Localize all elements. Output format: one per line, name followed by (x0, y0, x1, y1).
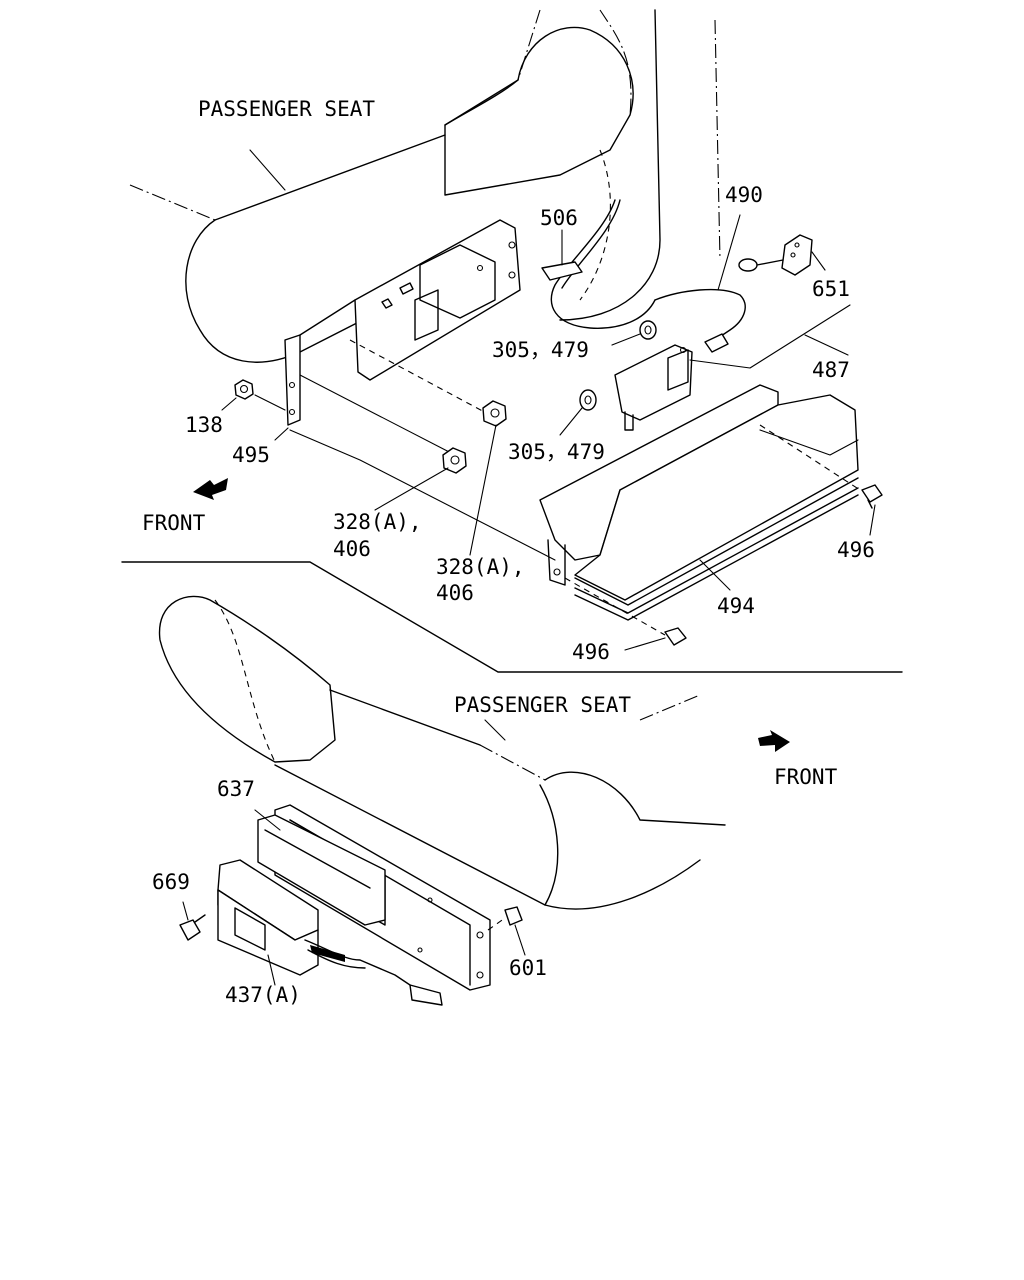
bracket-637 (257, 804, 491, 991)
label-437a: 437(A) (225, 983, 301, 1007)
leader-495 (274, 427, 289, 441)
label-487: 487 (812, 358, 850, 382)
label-passenger-seat-top: PASSENGER SEAT (198, 97, 375, 121)
label-637: 637 (217, 777, 255, 801)
label-front-bottom: FRONT (774, 765, 838, 789)
nut-138 (234, 379, 254, 400)
section-divider (121, 561, 903, 673)
front-arrow-bottom (758, 730, 790, 752)
leader-138-label (221, 397, 237, 411)
label-495: 495 (232, 443, 270, 467)
guide-line-a (349, 339, 491, 416)
cover-494 (539, 384, 861, 636)
nut-328a-2 (482, 400, 507, 427)
key-651 (738, 234, 826, 276)
label-496-b: 496 (572, 640, 610, 664)
leader-637 (254, 809, 281, 831)
label-328a-1: 328(A), (333, 510, 422, 534)
top-seat-outline (129, 9, 721, 363)
washer-305-479-a (611, 320, 657, 346)
washer-305-479-b (559, 389, 597, 436)
label-328a-2: 328(A), (436, 555, 525, 579)
leader-328a-2 (469, 424, 497, 556)
leader-494 (699, 559, 731, 591)
label-305-479-b: 305，479 (508, 440, 605, 464)
label-496-a: 496 (837, 538, 875, 562)
bolt-601 (487, 906, 526, 956)
label-passenger-seat-bottom: PASSENGER SEAT (454, 693, 631, 717)
label-506: 506 (540, 206, 578, 230)
guide-line-b (299, 374, 456, 456)
sensor-module-487 (614, 344, 693, 431)
leader-138 (254, 394, 286, 411)
bolt-669 (179, 901, 206, 941)
leader-487 (689, 304, 851, 369)
label-494: 494 (717, 594, 755, 618)
label-669: 669 (152, 870, 190, 894)
nut-328a-1 (442, 447, 467, 474)
label-305-479-a: 305，479 (492, 338, 589, 362)
leader-seat-top (249, 149, 286, 191)
guide-line-c (289, 429, 556, 561)
front-arrow-top (193, 478, 228, 500)
bottom-seat-outline (158, 595, 726, 910)
label-651: 651 (812, 277, 850, 301)
label-138: 138 (185, 413, 223, 437)
cable-490 (654, 214, 746, 353)
leader-487-label (804, 334, 849, 356)
label-406-1: 406 (333, 537, 371, 561)
module-437a (217, 859, 443, 1006)
leader-328a-1 (374, 467, 449, 511)
seat-bracket-495 (284, 219, 521, 426)
bolt-496-b (624, 627, 687, 651)
label-490: 490 (725, 183, 763, 207)
cable-506 (541, 199, 656, 329)
bolt-496-a (861, 484, 883, 536)
label-front-top: FRONT (142, 511, 206, 535)
label-406-2: 406 (436, 581, 474, 605)
label-601: 601 (509, 956, 547, 980)
